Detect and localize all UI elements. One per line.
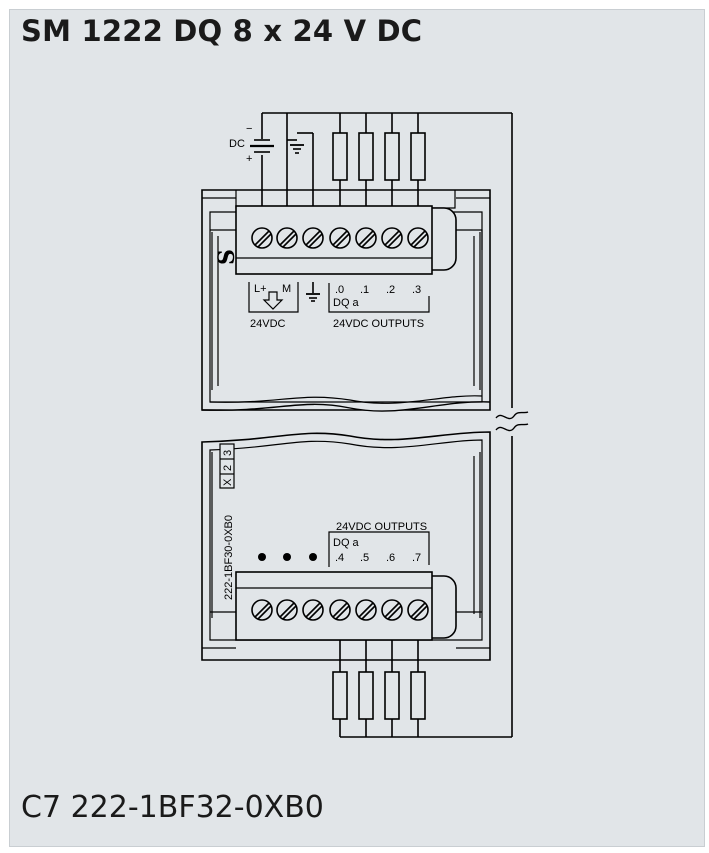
upper-terminal-block bbox=[235, 205, 457, 275]
channel-label-0: .0 bbox=[335, 284, 344, 296]
side-order-number: 222-1BF30-0XB0 bbox=[223, 515, 235, 600]
led-dot bbox=[309, 553, 317, 561]
battery-icon bbox=[250, 139, 274, 153]
channel-label-3: .3 bbox=[412, 284, 421, 296]
version-box-2: 2 bbox=[222, 465, 234, 471]
screw-icon bbox=[302, 599, 324, 621]
screw-icon bbox=[276, 599, 298, 621]
load-resistor-3 bbox=[410, 132, 426, 181]
upper-outputs-caption: 24VDC OUTPUTS bbox=[333, 318, 424, 330]
load-resistor-6 bbox=[384, 671, 400, 720]
load-resistor-5 bbox=[358, 671, 374, 720]
screw-icon bbox=[407, 599, 429, 621]
channel-label-2: .2 bbox=[386, 284, 395, 296]
screw-icon bbox=[381, 599, 403, 621]
supply-caption: 24VDC bbox=[250, 318, 286, 330]
version-box-x: X bbox=[222, 478, 234, 486]
screw-icon bbox=[251, 227, 273, 249]
channel-label-1: .1 bbox=[360, 284, 369, 296]
load-resistor-4 bbox=[332, 671, 348, 720]
load-resistor-1 bbox=[358, 132, 374, 181]
channel-label-6: .6 bbox=[386, 552, 395, 564]
diagram-panel bbox=[9, 9, 705, 847]
lower-screw-terminals bbox=[251, 599, 429, 621]
screw-icon bbox=[355, 599, 377, 621]
screw-icon bbox=[251, 599, 273, 621]
led-dot bbox=[258, 553, 266, 561]
dc-label: DC bbox=[229, 138, 245, 150]
screw-icon bbox=[302, 227, 324, 249]
upper-screw-terminals bbox=[251, 227, 429, 249]
upper-group-label: DQ a bbox=[333, 297, 360, 309]
module-title: SM 1222 DQ 8 x 24 V DC bbox=[21, 14, 423, 48]
version-box-3: 3 bbox=[222, 450, 234, 456]
screw-icon bbox=[329, 599, 351, 621]
dc-minus-label: − bbox=[246, 123, 252, 135]
channel-label-7: .7 bbox=[412, 552, 421, 564]
load-resistor-7 bbox=[410, 671, 426, 720]
led-dot bbox=[283, 553, 291, 561]
upper-loads bbox=[332, 132, 426, 181]
lplus-label: L+ bbox=[254, 283, 267, 295]
order-number: C7 222-1BF32-0XB0 bbox=[21, 790, 324, 825]
screw-icon bbox=[355, 227, 377, 249]
break-symbol bbox=[495, 408, 529, 436]
version-boxes bbox=[219, 443, 235, 489]
lower-label-bracket bbox=[328, 531, 430, 567]
screw-icon bbox=[276, 227, 298, 249]
channel-label-4: .4 bbox=[335, 552, 344, 564]
channel-label-5: .5 bbox=[360, 552, 369, 564]
m-label: M bbox=[282, 283, 291, 295]
screw-icon bbox=[407, 227, 429, 249]
lower-loads bbox=[332, 671, 426, 720]
dc-plus-label: + bbox=[246, 153, 252, 165]
screw-icon bbox=[329, 227, 351, 249]
status-leds bbox=[258, 553, 317, 561]
lower-group-label: DQ a bbox=[333, 537, 360, 549]
lower-outputs-caption: 24VDC OUTPUTS bbox=[336, 521, 427, 533]
siemens-logo: S bbox=[214, 249, 240, 265]
ground-icon bbox=[287, 139, 304, 154]
screw-icon bbox=[381, 227, 403, 249]
load-resistor-2 bbox=[384, 132, 400, 181]
upper-label-area bbox=[248, 282, 430, 313]
load-resistor-0 bbox=[332, 132, 348, 181]
lower-wiring bbox=[339, 640, 512, 738]
